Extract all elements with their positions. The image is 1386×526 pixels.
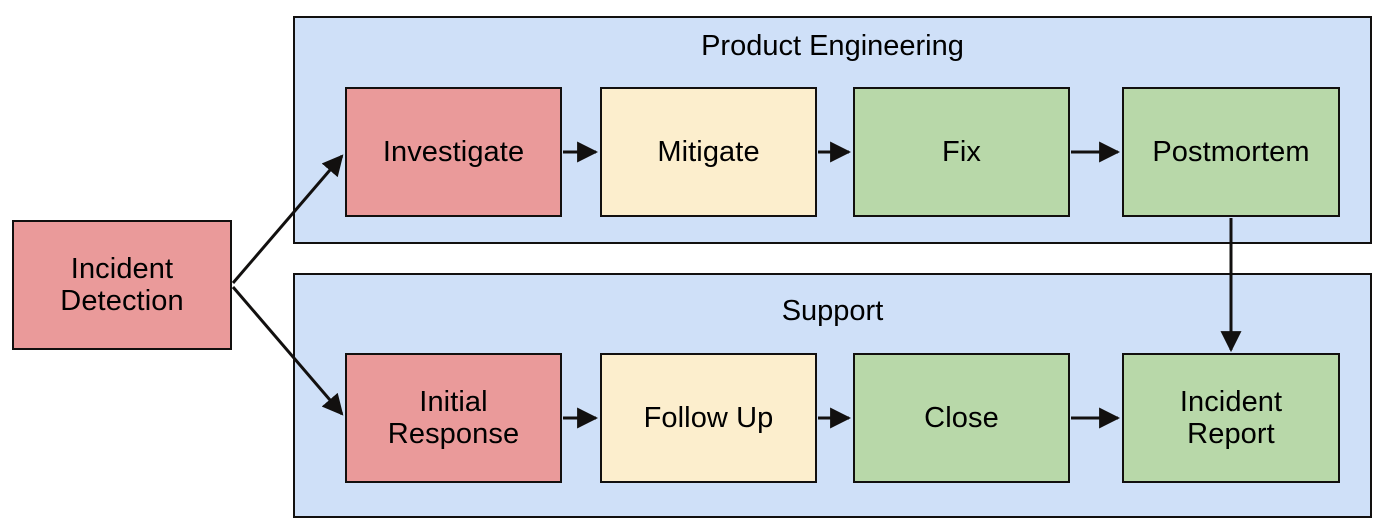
node-investigate[interactable]: Investigate <box>345 87 562 217</box>
node-initial-response[interactable]: Initial Response <box>345 353 562 483</box>
node-close[interactable]: Close <box>853 353 1070 483</box>
node-label-close: Close <box>924 401 999 434</box>
lane-title-product-engineering: Product Engineering <box>701 30 964 62</box>
edge-detection-to-investigate <box>231 154 344 284</box>
node-label-postmortem: Postmortem <box>1152 135 1310 168</box>
node-label-follow-up: Follow Up <box>643 401 774 434</box>
node-label-incident-report: Incident Report <box>1179 385 1283 450</box>
node-mitigate[interactable]: Mitigate <box>600 87 817 217</box>
node-label-incident-detection: Incident Detection <box>60 252 184 317</box>
node-label-initial-response: Initial Response <box>387 385 520 450</box>
node-label-fix: Fix <box>942 135 981 168</box>
node-postmortem[interactable]: Postmortem <box>1122 87 1340 217</box>
node-follow-up[interactable]: Follow Up <box>600 353 817 483</box>
node-label-mitigate: Mitigate <box>657 135 760 168</box>
lane-title-support: Support <box>781 295 884 327</box>
node-fix[interactable]: Fix <box>853 87 1070 217</box>
node-label-investigate: Investigate <box>382 135 525 168</box>
edge-detection-to-initial-response <box>231 286 344 416</box>
node-incident-detection[interactable]: Incident Detection <box>12 220 232 350</box>
node-incident-report[interactable]: Incident Report <box>1122 353 1340 483</box>
